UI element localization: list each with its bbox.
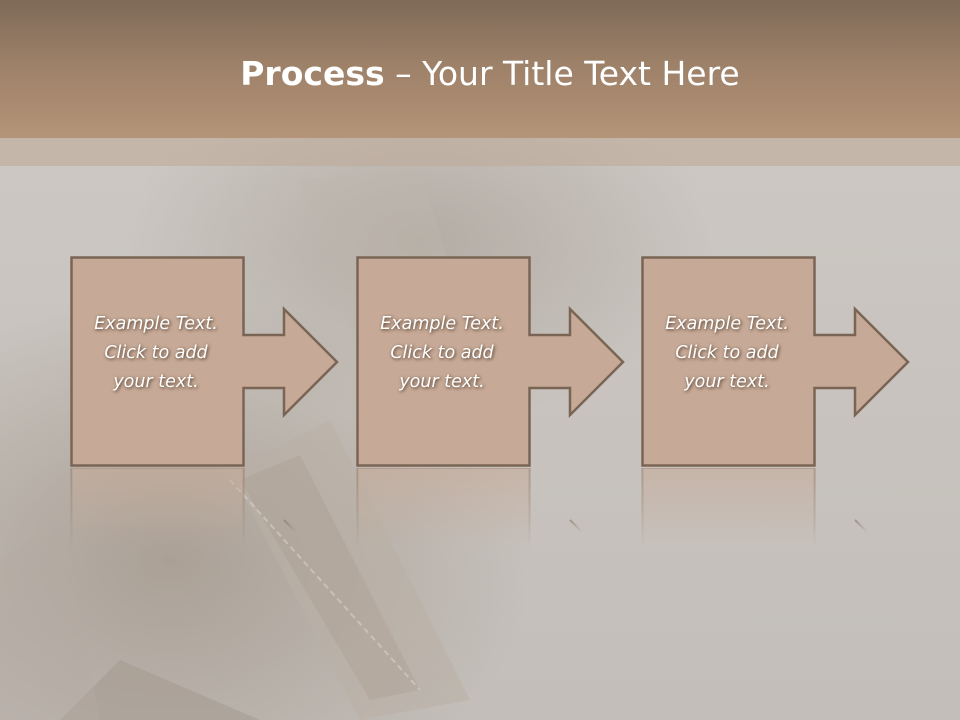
step-line: Click to add: [390, 343, 494, 363]
process-step-3[interactable]: Example Text. Click to add your text.: [641, 256, 931, 467]
slide-title[interactable]: Process – Your Title Text Here: [0, 52, 960, 96]
step-line: Click to add: [675, 343, 779, 363]
step-line: Example Text.: [665, 314, 789, 334]
step-arrow-shape: [641, 256, 910, 467]
title-bold: Process: [240, 54, 385, 93]
step-arrow-shape: [70, 256, 339, 467]
step-line: Example Text.: [94, 314, 218, 334]
title-rest: – Your Title Text Here: [384, 54, 740, 93]
step-line: your text.: [684, 372, 770, 392]
step-arrow-shape: [356, 256, 625, 467]
step-line: Click to add: [104, 343, 208, 363]
step-reflection: [356, 468, 583, 548]
step-reflection: [70, 468, 297, 548]
process-step-2[interactable]: Example Text. Click to add your text.: [356, 256, 646, 467]
header-band: [0, 0, 960, 138]
process-step-1[interactable]: Example Text. Click to add your text.: [70, 256, 360, 467]
step-text[interactable]: Example Text. Click to add your text.: [356, 310, 528, 397]
step-text[interactable]: Example Text. Click to add your text.: [70, 310, 242, 397]
step-reflection: [641, 468, 868, 548]
step-text[interactable]: Example Text. Click to add your text.: [641, 310, 813, 397]
step-line: your text.: [399, 372, 485, 392]
step-line: Example Text.: [380, 314, 504, 334]
step-line: your text.: [113, 372, 199, 392]
header-strip: [0, 138, 960, 166]
